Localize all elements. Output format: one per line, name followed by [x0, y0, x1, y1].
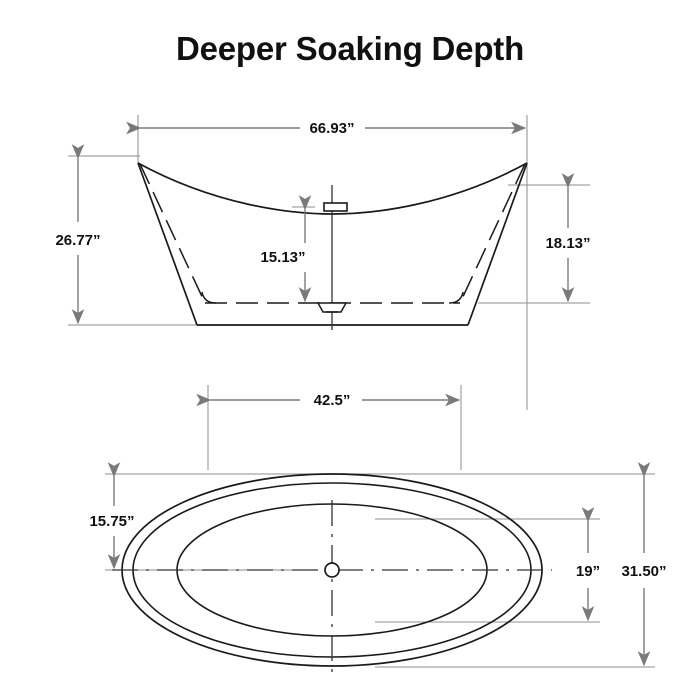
tub-left-wall [137, 162, 198, 326]
dimension-interior-depth: 15.13” [260, 195, 315, 303]
dim-label-interior-depth: 15.13” [260, 249, 305, 266]
dimension-overall-height: 26.77” [55, 144, 101, 325]
dim-label-overall-width: 66.93” [309, 120, 354, 137]
tub-inner-wall-left [139, 163, 206, 304]
plan-view: 15.75” 19” 31.50” [89, 462, 667, 680]
dim-label-right-height: 18.13” [545, 235, 590, 252]
elevation-view: 66.93” 26.77” 15.13” 18.13” [55, 115, 591, 470]
page-title: Deeper Soaking Depth [175, 30, 525, 67]
dimension-right-height: 18.13” [545, 173, 591, 303]
dim-label-base-width: 42.5” [314, 392, 351, 409]
dimension-plan-interior-width: 19” [576, 507, 600, 622]
drain-fitting-icon [316, 302, 348, 313]
dim-label-overall-height: 26.77” [55, 232, 100, 249]
tub-interior-floor-corner-left [201, 291, 217, 304]
dimension-plan-top-half: 15.75” [89, 462, 135, 570]
dimension-base-width: 42.5” [196, 392, 461, 409]
dim-label-plan-top-half: 15.75” [89, 513, 134, 530]
dimension-overall-width: 66.93” [126, 120, 527, 137]
tub-inner-wall-right [459, 163, 526, 304]
tub-interior-floor-corner-right [448, 291, 464, 304]
center-drain-icon [324, 562, 340, 578]
dim-label-plan-overall-depth: 31.50” [621, 563, 666, 580]
dim-label-plan-interior-width: 19” [576, 563, 600, 580]
dimension-plan-overall-depth: 31.50” [621, 462, 667, 667]
tub-right-wall [467, 162, 528, 326]
overflow-fitting-icon [323, 202, 348, 212]
plan-extension-lines [105, 473, 655, 668]
